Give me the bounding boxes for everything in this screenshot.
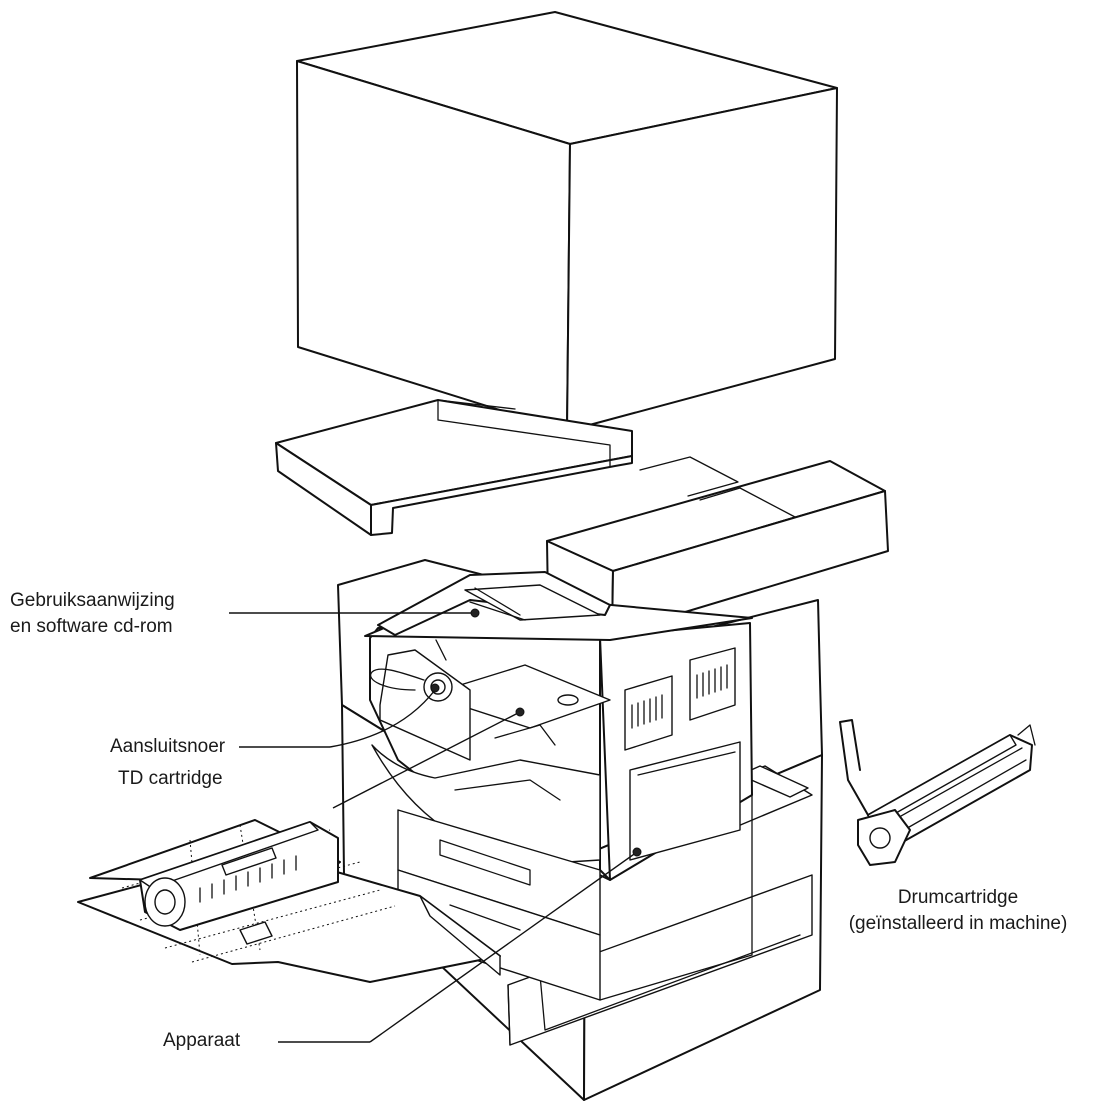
power-cord-leader-curve	[329, 689, 436, 748]
machine-leader-dot	[632, 847, 642, 857]
label-td-cartridge: TD cartridge	[118, 768, 223, 789]
label-power-cord: Aansluitsnoer	[110, 736, 226, 757]
long-cushion	[546, 456, 889, 635]
label-manual-line1: Gebruiksaanwijzing	[10, 590, 175, 611]
manual-leader-dot	[470, 608, 480, 618]
label-manual-line2: en software cd-rom	[10, 616, 173, 637]
label-machine: Apparaat	[163, 1030, 241, 1051]
label-drum-line1: Drumcartridge	[897, 887, 1019, 908]
machine-leader-diagonal	[369, 851, 638, 1043]
label-drum-line2: (geïnstalleerd in machine)	[848, 913, 1068, 934]
td-leader-dot	[515, 707, 525, 717]
td-cartridge	[139, 821, 339, 945]
copier-machine	[364, 571, 753, 1001]
cord-leader-dot	[430, 683, 440, 693]
carton-box	[296, 11, 838, 432]
drum-cartridge	[839, 719, 1036, 866]
td-cartridge-leader-line	[332, 711, 521, 809]
top-cushion	[275, 399, 633, 536]
